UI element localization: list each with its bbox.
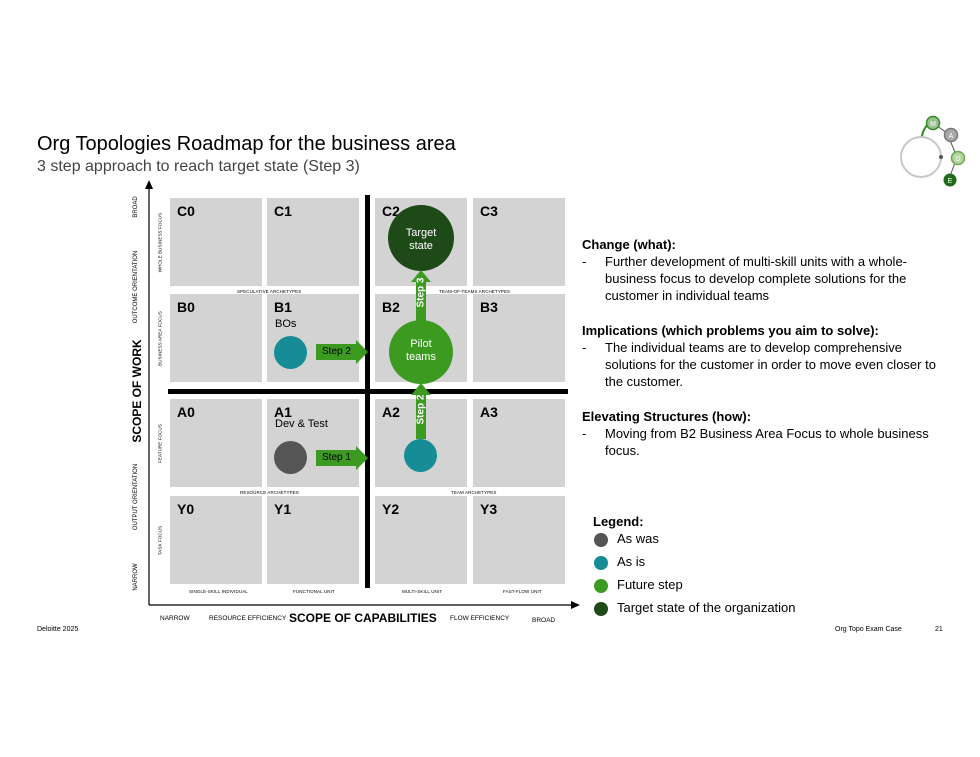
cell-label: Y0	[177, 501, 195, 517]
elevating-section: Elevating Structures (how): -Moving from…	[582, 408, 942, 459]
legend-target-dot	[594, 602, 608, 616]
x-axis-label: SCOPE OF CAPABILITIES	[289, 611, 437, 625]
target-state-circle: Target state	[388, 205, 454, 271]
archetype-resource: Resource archetypes	[240, 490, 299, 495]
logo-letter-d: D	[955, 156, 960, 163]
cell-b0: B0	[170, 294, 262, 382]
focus-feature: Feature focus	[157, 424, 163, 463]
dev-test-label: Dev & Test	[275, 418, 328, 430]
cell-y0: Y0	[170, 496, 262, 584]
cell-label: Y1	[274, 501, 292, 517]
logo-letter-a: A	[949, 133, 954, 140]
x-axis-resource: RESOURCE EFFICIENCY	[209, 615, 287, 622]
cell-label: C1	[274, 203, 292, 219]
step2-vertical-label: Step 2	[415, 394, 427, 425]
y-axis-narrow: NARROW	[133, 563, 139, 591]
page-title: Org Topologies Roadmap for the business …	[37, 133, 456, 155]
as-is-circle-a2	[404, 439, 437, 472]
archetype-team: Team archetypes	[451, 490, 497, 495]
step2-arrowhead-icon	[356, 340, 368, 364]
cell-label: Y2	[382, 501, 400, 517]
y-axis-output: OUTPUT ORIENTATION	[133, 463, 139, 531]
legend-title: Legend:	[593, 514, 644, 529]
legend-as-was: As was	[617, 531, 659, 546]
axes	[145, 180, 580, 609]
cell-label: A0	[177, 404, 195, 420]
step1-label: Step 1	[322, 452, 351, 463]
cell-label: C0	[177, 203, 195, 219]
horizontal-divider	[168, 389, 568, 394]
cell-c3: C3	[473, 198, 565, 286]
footer-center: Org Topo Exam Case	[835, 626, 902, 633]
cell-y3: Y3	[473, 496, 565, 584]
step1-arrowhead-icon	[356, 446, 368, 470]
made-logo-icon: M A D E	[900, 115, 965, 187]
cell-a3: A3	[473, 399, 565, 487]
page-number: 21	[935, 626, 943, 633]
unit-multi-skill: Multi-skill unit	[402, 589, 443, 594]
implications-text: The individual teams are to develop comp…	[605, 340, 936, 389]
cell-label: A1	[274, 404, 292, 420]
y-axis-label: SCOPE OF WORK	[130, 339, 144, 443]
page-subtitle: 3 step approach to reach target state (S…	[37, 158, 360, 175]
legend-target: Target state of the organization	[617, 600, 796, 615]
implications-heading: Implications (which problems you aim to …	[582, 323, 879, 338]
cell-c1: C1	[267, 198, 359, 286]
archetype-speculative: Speculative archetypes	[237, 289, 302, 294]
cell-label: A3	[480, 404, 498, 420]
legend-as-was-dot	[594, 533, 608, 547]
step2-label: Step 2	[322, 346, 351, 357]
cell-y2: Y2	[375, 496, 467, 584]
change-text: Further development of multi-skill units…	[605, 254, 908, 303]
cell-label: B2	[382, 299, 400, 315]
elevating-text: Moving from B2 Business Area Focus to wh…	[605, 426, 929, 458]
footer-left: Deloitte 2025	[37, 626, 79, 633]
step3-arrow	[411, 270, 431, 322]
logo-letter-m: M	[930, 121, 936, 128]
legend-future-dot	[594, 579, 608, 593]
cell-c0: C0	[170, 198, 262, 286]
cell-label: B0	[177, 299, 195, 315]
step2-arrow: Step 2	[316, 344, 356, 360]
unit-functional: Functional unit	[293, 589, 335, 594]
pilot-teams-label: Pilot teams	[406, 338, 436, 363]
legend-as-is-dot	[594, 556, 608, 570]
elevating-heading: Elevating Structures (how):	[582, 409, 752, 424]
focus-business-area: Business area focus	[157, 311, 163, 366]
x-axis-narrow: NARROW	[160, 615, 190, 622]
logo-letter-e: E	[948, 178, 953, 185]
as-is-circle-b1	[274, 336, 307, 369]
x-axis-flow: FLOW EFFICIENCY	[450, 615, 510, 622]
implications-section: Implications (which problems you aim to …	[582, 322, 942, 390]
bos-label: BOs	[275, 318, 297, 330]
cell-label: B1	[274, 299, 292, 315]
as-was-circle-a1	[274, 441, 307, 474]
pilot-teams-circle: Pilot teams	[389, 320, 453, 384]
unit-single-skill: Single-skill individual	[189, 589, 248, 594]
cell-label: B3	[480, 299, 498, 315]
step1-arrow: Step 1	[316, 450, 356, 466]
unit-fast-flow: Fast-flow unit	[503, 589, 542, 594]
cell-label: Y3	[480, 501, 498, 517]
step2-vertical-arrow	[411, 383, 431, 439]
target-state-label: Target state	[405, 227, 437, 252]
legend-as-is: As is	[617, 554, 646, 569]
cell-y1: Y1	[267, 496, 359, 584]
step3-label: Step 3	[415, 277, 427, 308]
cell-label: A2	[382, 404, 400, 420]
cell-b3: B3	[473, 294, 565, 382]
cell-a0: A0	[170, 399, 262, 487]
change-heading: Change (what):	[582, 237, 676, 252]
x-axis-broad: BROAD	[532, 617, 556, 624]
legend-future: Future step	[617, 577, 683, 592]
archetype-team-of-teams: Team-of-teams archetypes	[439, 289, 511, 294]
change-section: Change (what): -Further development of m…	[582, 236, 942, 304]
y-axis-broad: BROAD	[133, 196, 139, 218]
cell-label: C3	[480, 203, 498, 219]
